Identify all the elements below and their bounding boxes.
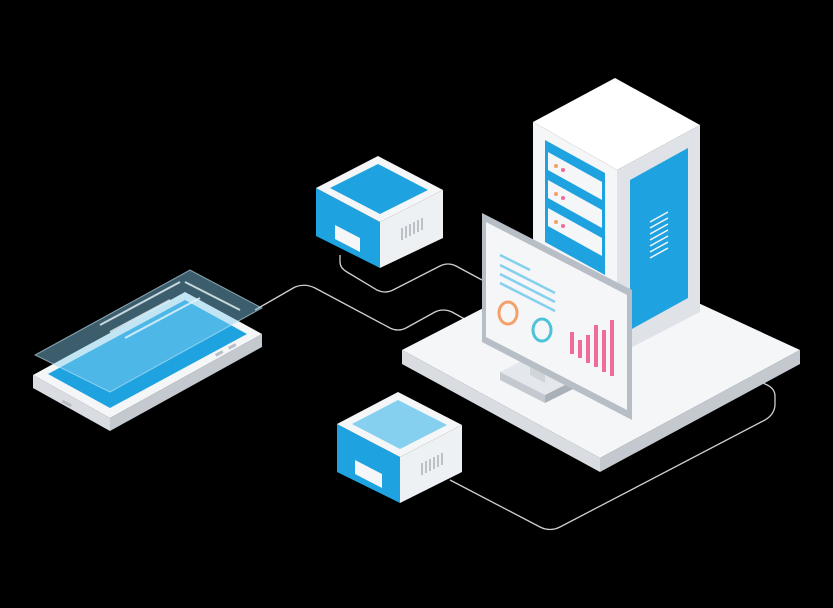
network-box-bottom-icon — [337, 392, 462, 503]
network-box-top-icon — [316, 156, 443, 268]
transparent-panel — [33, 269, 264, 393]
drive-bays — [548, 152, 602, 256]
monitor-dashboard-icon — [482, 213, 632, 420]
mobile-device-icon — [33, 269, 264, 431]
